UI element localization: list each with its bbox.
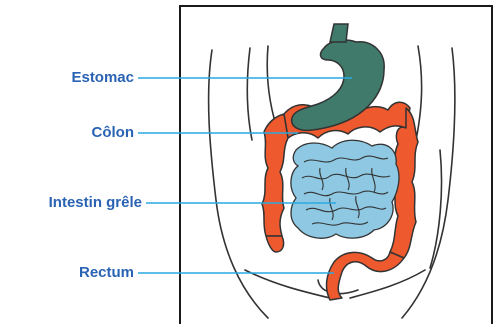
esophagus-organ [330,24,348,42]
small-intestine-organ [291,140,399,238]
label-colon: Côlon [30,124,134,141]
right-hip-line [430,150,442,268]
left-arm-outline [247,48,252,140]
label-rectum: Rectum [30,264,134,281]
right-arm-outline [416,46,422,140]
label-small-intestine: Intestin grêle [0,194,142,211]
left-arm-inner [267,46,274,118]
pelvis-left [245,270,330,298]
pelvis-right [350,270,425,298]
label-stomach: Estomac [30,69,134,86]
torso-left-outline [209,50,268,318]
